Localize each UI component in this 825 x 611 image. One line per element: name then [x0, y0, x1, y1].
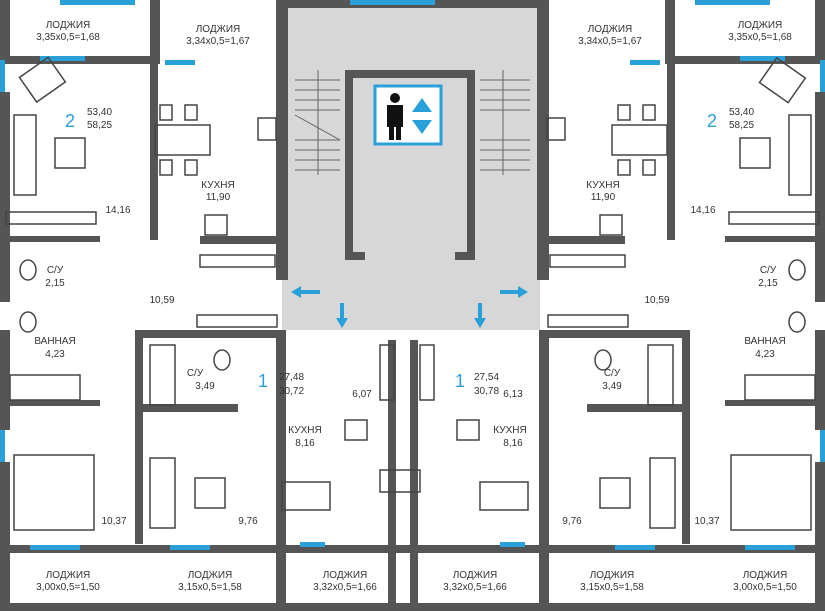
windows: [0, 0, 825, 550]
loggia-size: 3,00х0,5=1,50: [36, 582, 100, 593]
room-area: 8,16: [295, 438, 315, 449]
elevator-icon: [373, 84, 443, 146]
room-labels: КУХНЯ 11,90 КУХНЯ 11,90 С/У 2,15 С/У 2,1…: [34, 180, 785, 449]
room-area: 3,49: [195, 381, 215, 392]
room-name: КУХНЯ: [586, 180, 619, 191]
loggia-label: ЛОДЖИЯ: [453, 570, 498, 581]
room-name: ВАННАЯ: [34, 336, 75, 347]
apartment-badges: 2 53,40 58,25 2 53,40 58,25 1 27,48 30,7…: [65, 107, 754, 397]
room-name: ВАННАЯ: [744, 336, 785, 347]
room-area: 4,23: [45, 349, 65, 360]
loggia-label: ЛОДЖИЯ: [323, 570, 368, 581]
loggia-labels: ЛОДЖИЯ 3,35х0,5=1,68 ЛОДЖИЯ 3,34х0,5=1,6…: [36, 20, 797, 593]
room-area: 11,90: [206, 192, 231, 203]
room-area: 9,76: [562, 516, 582, 527]
room-name: КУХНЯ: [493, 425, 526, 436]
apartment-area-total: 30,72: [279, 386, 304, 397]
loggia-label: ЛОДЖИЯ: [588, 24, 633, 35]
room-area: 14,16: [690, 205, 715, 216]
room-area: 10,59: [149, 295, 174, 306]
loggia-label: ЛОДЖИЯ: [188, 570, 233, 581]
room-area: 8,16: [503, 438, 523, 449]
room-name: С/У: [47, 265, 64, 276]
room-area: 3,49: [602, 381, 622, 392]
loggia-size: 3,32х0,5=1,66: [443, 582, 507, 593]
room-area: 10,37: [694, 516, 719, 527]
loggia-size: 3,35х0,5=1,68: [728, 32, 792, 43]
loggia-size: 3,35х0,5=1,68: [36, 32, 100, 43]
loggia-size: 3,32х0,5=1,66: [313, 582, 377, 593]
room-area: 4,23: [755, 349, 775, 360]
loggia-label: ЛОДЖИЯ: [738, 20, 783, 31]
apartment-area-living: 53,40: [87, 107, 112, 118]
exit-arrows: [291, 286, 528, 328]
loggia-size: 3,15х0,5=1,58: [178, 582, 242, 593]
loggia-label: ЛОДЖИЯ: [743, 570, 788, 581]
stair-core: [282, 8, 540, 330]
loggia-label: ЛОДЖИЯ: [46, 570, 91, 581]
loggia-size: 3,00х0,5=1,50: [733, 582, 797, 593]
room-area: 6,13: [503, 389, 523, 400]
loggia-size: 3,34х0,5=1,67: [578, 36, 642, 47]
room-name: С/У: [760, 265, 777, 276]
loggia-label: ЛОДЖИЯ: [590, 570, 635, 581]
loggia-label: ЛОДЖИЯ: [196, 24, 241, 35]
room-name: КУХНЯ: [288, 425, 321, 436]
loggia-size: 3,15х0,5=1,58: [580, 582, 644, 593]
room-name: КУХНЯ: [201, 180, 234, 191]
apartment-rooms: 1: [258, 371, 268, 391]
apartment-area-living: 27,48: [279, 372, 304, 383]
apartment-rooms: 2: [65, 111, 75, 131]
room-area: 11,90: [591, 192, 616, 203]
room-area: 2,15: [758, 278, 778, 289]
room-name: С/У: [604, 368, 621, 379]
loggia-size: 3,34х0,5=1,67: [186, 36, 250, 47]
area-labels: 14,16 14,16 10,59 10,59 6,07 6,13 10,37 …: [101, 205, 719, 527]
room-area: 2,15: [45, 278, 65, 289]
apartment-area-living: 53,40: [729, 107, 754, 118]
room-name: С/У: [187, 368, 204, 379]
room-area: 14,16: [105, 205, 130, 216]
loggia-label: ЛОДЖИЯ: [46, 20, 91, 31]
room-area: 6,07: [352, 389, 372, 400]
apartment-area-total: 58,25: [729, 120, 754, 131]
apartment-rooms: 2: [707, 111, 717, 131]
apartment-area-total: 30,78: [474, 386, 499, 397]
room-area: 10,59: [644, 295, 669, 306]
apartment-area-living: 27,54: [474, 372, 499, 383]
furniture: [5, 56, 820, 531]
apartment-rooms: 1: [455, 371, 465, 391]
corridor-lower: [333, 280, 491, 330]
apartment-area-total: 58,25: [87, 120, 112, 131]
stairs: [294, 70, 530, 175]
room-area: 10,37: [101, 516, 126, 527]
room-area: 9,76: [238, 516, 258, 527]
